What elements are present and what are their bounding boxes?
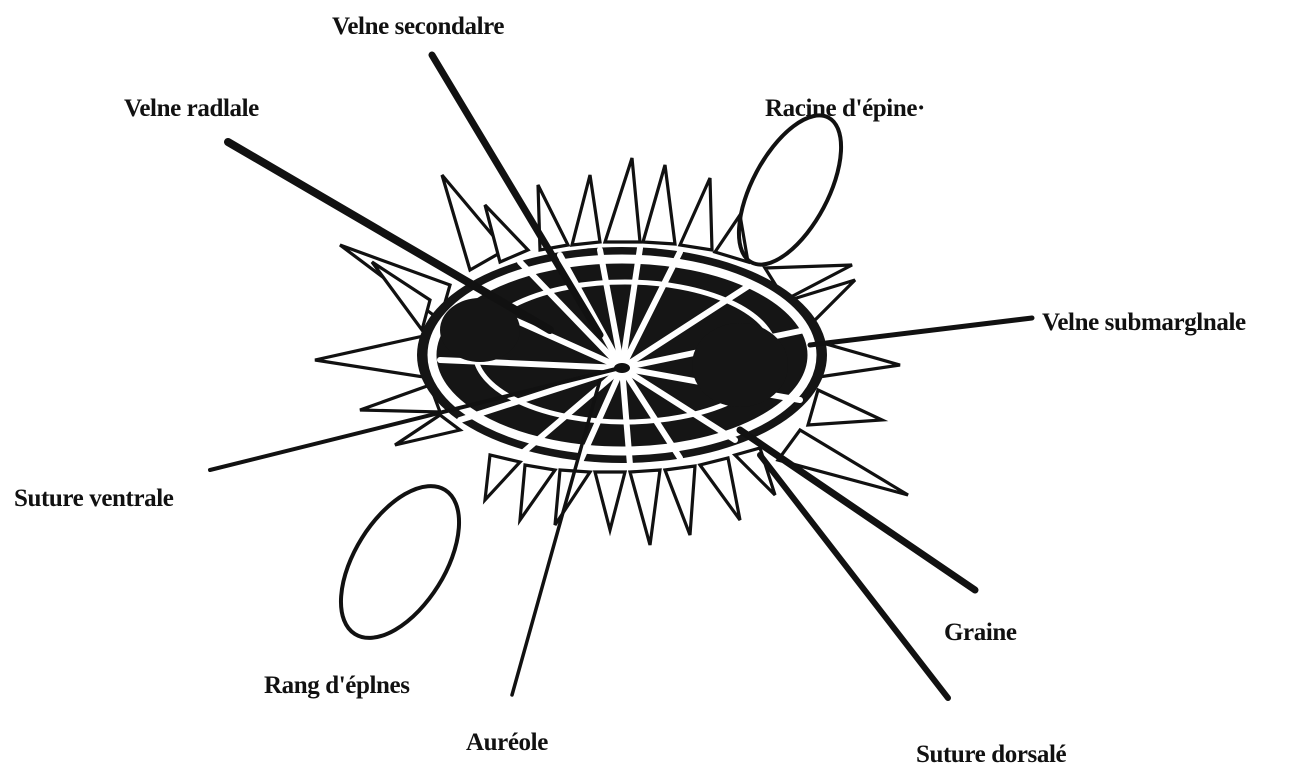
label-rang-epines: Rang d'éplnes (264, 672, 410, 699)
label-graine: Graine (944, 619, 1017, 646)
leader-graine (740, 430, 975, 590)
label-suture-dorsale: Suture dorsalé (916, 741, 1067, 768)
seed-body (417, 247, 827, 465)
label-racine-epine: Racine d'épine· (765, 95, 925, 122)
leader-suture-dorsale (760, 455, 948, 698)
label-veine-submarginale: Velne submarglnale (1042, 309, 1246, 336)
label-aureole: Auréole (466, 729, 548, 756)
leader-veine-submarginale (810, 318, 1032, 345)
label-suture-ventrale: Suture ventrale (14, 485, 174, 512)
rang-epines-loop (317, 466, 483, 658)
label-veine-radiale: Velne radlale (124, 95, 259, 122)
label-veine-secondaire: Velne secondalre (332, 13, 504, 40)
